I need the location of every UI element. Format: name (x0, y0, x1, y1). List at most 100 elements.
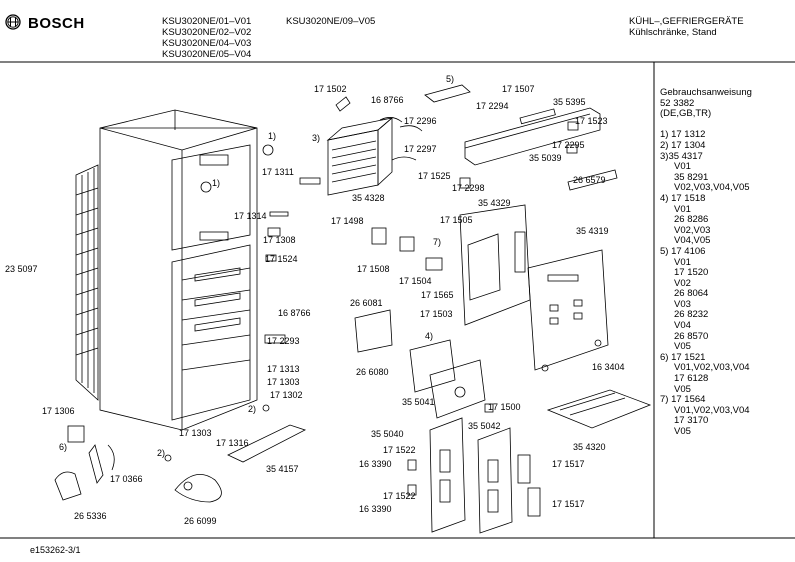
parts-note-line: V05 (674, 426, 691, 437)
part-number-label: 7) (433, 237, 442, 247)
parts-note-line: 26 8570 (674, 330, 709, 342)
door-liners (429, 417, 541, 534)
brand-name: BOSCH (28, 15, 85, 32)
part-number-label: 2) (248, 404, 257, 414)
part-number-label: 35 5042 (468, 421, 501, 431)
part-number-label: 35 4319 (576, 226, 609, 236)
parts-note-line: V03 (674, 298, 691, 310)
crisper-cover (546, 389, 652, 429)
part-number-label: 26 6099 (184, 516, 217, 526)
part-number-label: 17 1502 (314, 84, 347, 94)
parts-note-line: V02,V03 (674, 224, 711, 236)
part-number-label: 17 1505 (440, 215, 473, 225)
model-number: KSU3020NE/04–V03 (162, 38, 252, 49)
parts-note-line: 26 8064 (674, 288, 709, 300)
part-number-label: 16 3404 (592, 362, 625, 372)
category-subtitle: Kühlschränke, Stand (629, 27, 717, 38)
part-number-label: 17 1311 (262, 167, 294, 177)
part-number-label: 26 6081 (350, 298, 383, 308)
part-number-label: 17 1523 (575, 116, 608, 126)
part-number-label: 16 8766 (278, 308, 311, 318)
parts-note-line: 35 8291 (674, 171, 709, 183)
part-number-label: 23 5097 (5, 264, 38, 274)
part-number-label: 17 1522 (383, 445, 416, 455)
part-number-label: 17 1503 (420, 309, 453, 319)
parts-note-line: V04,V05 (674, 235, 711, 247)
parts-note-line: 2) 17 1304 (660, 139, 706, 151)
part-number-label: 4) (425, 331, 434, 341)
control-panel (424, 84, 601, 166)
fridge-cabinet (99, 109, 258, 431)
part-number-label: 35 5041 (402, 397, 435, 407)
part-number-label: 26 6080 (356, 367, 389, 377)
part-number-label: 16 3390 (359, 459, 392, 469)
condenser-grid (75, 164, 99, 401)
part-number-label: 35 4320 (573, 442, 606, 452)
parts-note-line: V01,V02,V03,V04 (674, 404, 750, 416)
category-title: KÜHL–,GEFRIERGERÄTE (629, 16, 744, 27)
model-number: KSU3020NE/09–V05 (286, 16, 376, 27)
part-number-label: 17 2298 (452, 183, 485, 193)
part-number-label: 17 1504 (399, 276, 432, 286)
part-number-label: 17 1303 (179, 428, 212, 438)
part-number-label: 17 2294 (476, 101, 509, 111)
parts-note-line: 6) 17 1521 (660, 351, 706, 363)
part-number-label: 17 1517 (552, 499, 585, 509)
part-number-label: 26 5336 (74, 511, 107, 521)
part-number-label: 17 1507 (502, 84, 535, 94)
parts-note-line: V05 (674, 341, 691, 353)
parts-note-line: V04 (674, 320, 691, 332)
door-handle (227, 424, 307, 463)
part-number-label: 17 1303 (267, 377, 300, 387)
evaporator (326, 117, 394, 196)
parts-note-line: 26 8232 (674, 309, 709, 321)
parts-note-line: 17 6128 (674, 373, 709, 385)
part-number-label: 1) (268, 131, 277, 141)
part-number-label: 17 1522 (383, 491, 416, 501)
small-parts (54, 96, 618, 503)
part-number-label: 16 8766 (371, 95, 404, 105)
part-number-label: 17 1302 (270, 390, 303, 400)
part-number-label: 17 2295 (552, 140, 585, 150)
parts-note-line: 17 3170 (674, 415, 709, 427)
parts-note-line: V01 (674, 256, 691, 268)
parts-note-line: 3)35 4317 (660, 150, 703, 162)
parts-note-line: V01,V02,V03,V04 (674, 362, 750, 374)
part-number-label: 35 5040 (371, 429, 404, 439)
parts-note-line: V01 (674, 203, 691, 215)
part-number-label: 17 2297 (404, 144, 437, 154)
part-number-label: 17 1316 (216, 438, 249, 448)
parts-note-line: 26 8286 (674, 214, 709, 226)
parts-note-line: 5) 17 4106 (660, 245, 706, 257)
part-number-label: 17 1517 (552, 459, 585, 469)
parts-note-line: Gebrauchsanweisung (660, 87, 752, 98)
model-number: KSU3020NE/02–V02 (162, 27, 252, 38)
part-number-label: 35 5039 (529, 153, 562, 163)
part-number-label: 17 1524 (265, 254, 298, 264)
part-number-label: 17 2296 (404, 116, 437, 126)
part-number-label: 5) (446, 74, 455, 84)
part-number-label: 35 5395 (553, 97, 586, 107)
parts-note-line: 7) 17 1564 (660, 394, 706, 406)
part-number-label: 17 1565 (421, 290, 454, 300)
parts-note-line: 4) 17 1518 (660, 192, 706, 204)
drawing-id: e153262-3/1 (30, 545, 81, 555)
parts-note-line: 17 1520 (674, 267, 709, 279)
thermostat-housing (354, 309, 486, 419)
part-number-label: 2) (157, 448, 166, 458)
part-number-label: 17 1525 (418, 171, 451, 181)
part-number-label: 17 2293 (267, 336, 300, 346)
part-number-label: 17 1500 (488, 402, 521, 412)
inner-panel (527, 249, 609, 371)
part-number-label: 6) (59, 442, 68, 452)
part-number-label: 16 3390 (359, 504, 392, 514)
part-number-label: 17 1498 (331, 216, 364, 226)
part-number-label: 17 1306 (42, 406, 75, 416)
part-number-label: 26 6579 (573, 175, 606, 185)
parts-note-line: V02,V03,V04,V05 (674, 182, 750, 194)
bosch-logo-icon (5, 14, 21, 30)
parts-note-line: (DE,GB,TR) (660, 108, 712, 120)
part-number-label: 35 4329 (478, 198, 511, 208)
